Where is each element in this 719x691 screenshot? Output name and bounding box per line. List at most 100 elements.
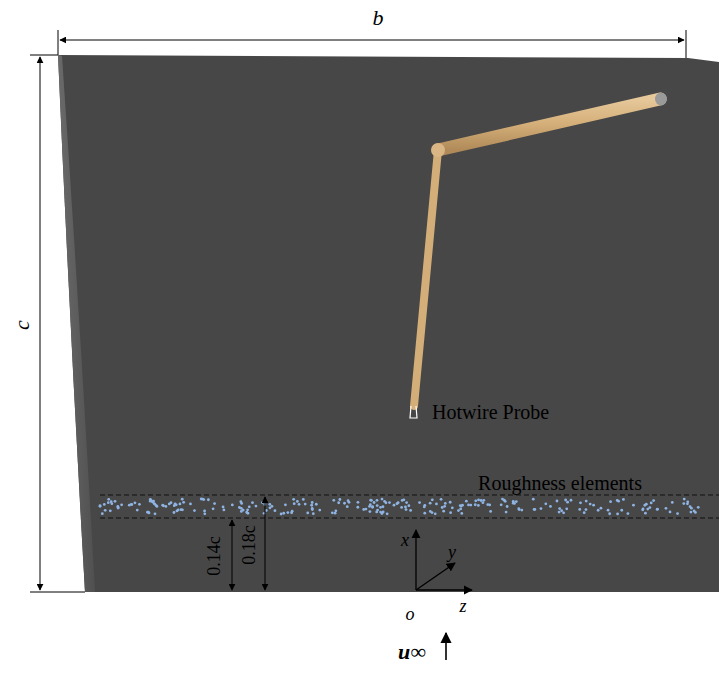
roughness-dot <box>434 512 437 515</box>
roughness-dot <box>156 505 159 508</box>
roughness-dot <box>423 506 426 509</box>
roughness-dot <box>459 508 462 511</box>
roughness-dot <box>669 511 672 514</box>
roughness-dot <box>566 501 569 504</box>
roughness-dot <box>370 499 373 502</box>
roughness-dot <box>532 498 535 501</box>
roughness-dot <box>641 508 644 511</box>
roughness-dot <box>589 503 592 506</box>
roughness-dot <box>346 505 349 508</box>
roughness-dot <box>282 512 285 515</box>
roughness-dot <box>312 512 315 515</box>
roughness-dot <box>585 508 588 511</box>
roughness-dot <box>558 507 561 510</box>
dimension-label: c <box>11 320 33 330</box>
roughness-dot <box>585 500 588 503</box>
roughness-dot <box>620 509 623 512</box>
roughness-dot <box>449 501 452 504</box>
roughness-dot <box>331 511 334 514</box>
roughness-dot <box>343 502 346 505</box>
roughness-dot <box>642 508 645 511</box>
x-axis <box>415 530 416 590</box>
roughness-dot <box>444 502 447 505</box>
roughness-dot <box>136 509 139 512</box>
roughness-dot <box>650 502 653 505</box>
roughness-dot <box>373 501 376 504</box>
roughness-dot <box>520 509 523 512</box>
roughness-dot <box>608 512 611 515</box>
roughness-dot <box>332 499 335 502</box>
extension-line <box>58 30 59 55</box>
roughness-dot <box>107 498 110 501</box>
roughness-dot <box>393 504 396 507</box>
roughness-dot <box>134 501 137 504</box>
roughness-dot <box>268 503 271 506</box>
roughness-dot <box>298 503 301 506</box>
band-line <box>100 517 719 518</box>
roughness-dot <box>505 511 508 514</box>
roughness-dot <box>570 499 573 502</box>
roughness-dot <box>348 501 351 504</box>
roughness-dot <box>371 506 374 509</box>
roughness-dot <box>500 503 503 506</box>
dimension-line <box>232 520 233 590</box>
roughness-dot <box>431 511 434 514</box>
roughness-dot <box>189 503 192 506</box>
roughness-dot <box>431 498 434 501</box>
roughness-dot <box>203 512 206 515</box>
roughness-dot <box>656 508 659 511</box>
roughness-dot <box>533 508 536 511</box>
probe-stem <box>414 150 438 406</box>
roughness-dot <box>404 506 407 509</box>
roughness-dot <box>222 506 225 509</box>
axis-label: y <box>448 543 456 561</box>
roughness-dot <box>293 502 296 505</box>
roughness-dot <box>231 504 234 507</box>
roughness-dot <box>117 507 120 510</box>
roughness-dot <box>616 499 619 502</box>
roughness-dot <box>337 501 340 504</box>
roughness-dot <box>382 511 385 514</box>
roughness-dot <box>311 501 314 504</box>
roughness-dot <box>261 501 264 504</box>
roughness-dot <box>409 509 412 512</box>
roughness-dot <box>560 509 563 512</box>
roughness-dot <box>549 505 552 508</box>
roughness-dot <box>460 505 463 508</box>
roughness-dot <box>213 502 216 505</box>
roughness-dot <box>592 504 595 507</box>
roughness-dot <box>457 509 460 512</box>
roughness-dot <box>506 505 509 508</box>
roughness-dot <box>671 501 674 504</box>
roughness-dot <box>130 503 133 506</box>
extension-line <box>30 592 85 593</box>
roughness-dot <box>177 509 180 512</box>
z-axis <box>416 589 472 590</box>
roughness-dot <box>405 508 408 511</box>
roughness-dot <box>101 512 104 515</box>
roughness-dot <box>153 502 156 505</box>
roughness-dot <box>179 502 182 505</box>
roughness-dot <box>460 512 463 515</box>
hotwire-tip <box>410 406 417 418</box>
roughness-dot <box>369 499 372 502</box>
roughness-dot <box>544 502 547 505</box>
roughness-dot <box>645 503 648 506</box>
roughness-dot <box>154 512 157 515</box>
roughness-dot <box>193 509 196 512</box>
roughness-dot <box>362 508 365 511</box>
roughness-dot <box>117 506 120 509</box>
axis-label: z <box>459 597 466 615</box>
roughness-dot <box>396 502 399 505</box>
roughness-dot <box>212 507 215 510</box>
roughness-dot <box>120 503 123 506</box>
roughness-dot <box>482 501 485 504</box>
roughness-dot <box>246 512 249 515</box>
probe-joint <box>431 143 445 157</box>
roughness-dot <box>558 511 561 514</box>
roughness-dot <box>652 499 655 502</box>
roughness-dot <box>296 500 299 503</box>
roughness-dot <box>616 513 619 516</box>
flow-arrow <box>445 633 447 660</box>
